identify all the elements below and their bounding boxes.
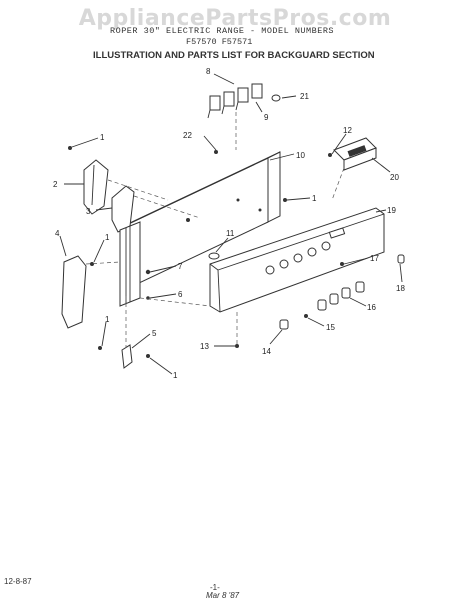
callout-15: 15 <box>326 323 335 332</box>
callout-labels: 1 2 3 4 1 1 5 1 22 10 1 11 7 6 13 14 15 … <box>53 67 405 380</box>
callout-11: 11 <box>226 229 235 238</box>
clock-timer <box>333 137 377 171</box>
footer-date: 12-8-87 <box>4 577 32 586</box>
bezel-21 <box>271 94 281 102</box>
callout-14: 14 <box>262 347 271 356</box>
callout-8: 8 <box>206 67 211 76</box>
model-numbers: F57570 F57571 <box>186 37 253 47</box>
callout-21: 21 <box>300 92 309 101</box>
end-cap-left <box>83 159 135 233</box>
rocker-switches <box>207 83 263 119</box>
callout-9: 9 <box>264 113 269 122</box>
callout-5: 5 <box>152 329 157 338</box>
side-trim-left <box>119 221 141 307</box>
indicator-light <box>208 252 220 260</box>
callout-1-a: 1 <box>100 133 105 142</box>
callout-22: 22 <box>183 131 192 140</box>
callout-6: 6 <box>178 290 183 299</box>
knobs <box>279 254 405 330</box>
watermark: AppliancePartsPros.com <box>78 6 392 31</box>
callout-16: 16 <box>367 303 376 312</box>
callout-3: 3 <box>86 207 91 216</box>
section-title: ILLUSTRATION AND PARTS LIST FOR BACKGUAR… <box>93 50 375 61</box>
leader-lines <box>59 73 403 375</box>
bracket-5 <box>121 344 133 369</box>
callout-19: 19 <box>387 206 396 215</box>
callout-1-b: 1 <box>105 233 110 242</box>
model-title: ROPER 30" ELECTRIC RANGE - MODEL NUMBERS <box>110 26 335 36</box>
page-number: -1- <box>210 583 220 592</box>
back-panel <box>119 151 281 300</box>
callout-12: 12 <box>343 126 352 135</box>
callout-10: 10 <box>296 151 305 160</box>
callout-2: 2 <box>53 180 58 189</box>
callout-1-e: 1 <box>312 194 317 203</box>
callout-4: 4 <box>55 229 60 238</box>
assembly-dashes <box>85 112 345 348</box>
callout-18: 18 <box>396 284 405 293</box>
callout-1-c: 1 <box>105 315 110 324</box>
control-panel <box>209 207 385 313</box>
end-trim-4 <box>61 255 87 329</box>
callout-7: 7 <box>178 262 183 271</box>
callout-20: 20 <box>390 173 399 182</box>
handwritten-note: Mar 8 '87 <box>206 591 240 600</box>
callout-13: 13 <box>200 342 209 351</box>
callout-1-d: 1 <box>173 371 178 380</box>
callout-17: 17 <box>370 254 379 263</box>
